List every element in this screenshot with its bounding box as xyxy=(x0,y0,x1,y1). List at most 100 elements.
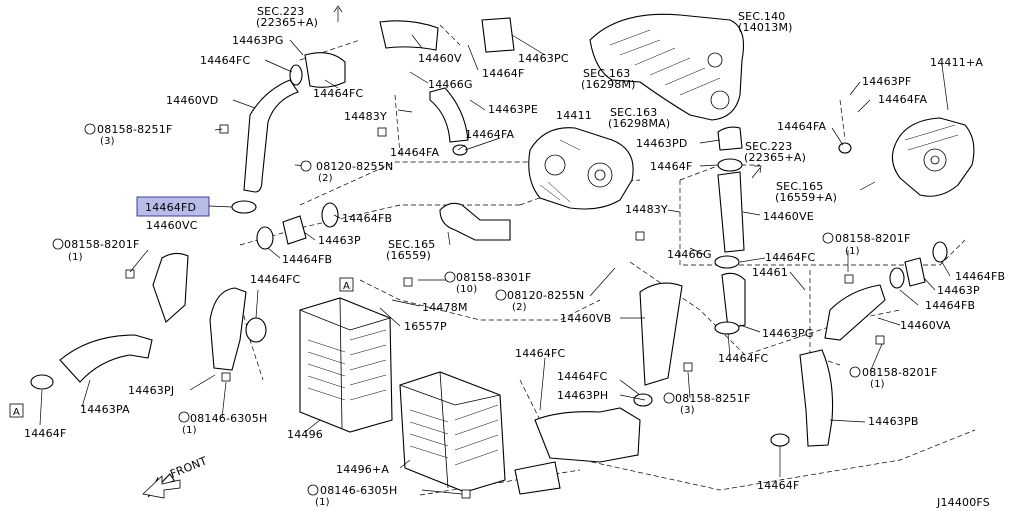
section-a-box-top xyxy=(339,277,354,292)
label-14496[interactable]: 14496 xyxy=(287,428,323,441)
label-bolt-08158-8201F-r2-qty: (1) xyxy=(870,379,885,390)
label-bolt-08146-6305H-mid[interactable]: 08146-6305H xyxy=(190,412,267,425)
label-14464FA-right1[interactable]: 14464FA xyxy=(878,93,928,106)
label-14463PE[interactable]: 14463PE xyxy=(488,103,538,116)
label-14464FB-right2[interactable]: 14464FB xyxy=(925,299,975,312)
label-14464F-bottom-right[interactable]: 14464F xyxy=(757,479,800,492)
part-labels: SEC.223 (22365+A) 14463PG 14464FC 14460V… xyxy=(24,5,1005,508)
label-14466G-right[interactable]: 14466G xyxy=(667,248,712,261)
label-sec165-center-l2: (16559) xyxy=(386,249,431,262)
label-sec163-b-l2: (16298MA) xyxy=(608,117,670,130)
label-14464FC-low2[interactable]: 14464FC xyxy=(557,370,608,383)
label-14411A[interactable]: 14411+A xyxy=(930,56,983,69)
leader-lines xyxy=(39,34,951,495)
label-14483Y-left[interactable]: 14483Y xyxy=(344,110,387,123)
turbocharger-right-shape xyxy=(891,117,975,197)
label-14463P-mid[interactable]: 14463P xyxy=(318,234,361,247)
label-14464FC-mid[interactable]: 14464FC xyxy=(313,87,364,100)
label-sec165-center-l1: SEC.165 xyxy=(388,238,436,251)
label-sec163-a-l1: SEC.163 xyxy=(583,67,631,80)
label-14464FA-center[interactable]: 14464FA xyxy=(465,128,515,141)
label-bolt-08158-8201F-right-qty: (1) xyxy=(845,246,860,257)
up-arrow-top xyxy=(333,5,343,22)
bolt-markers xyxy=(52,123,861,496)
label-14464F-right[interactable]: 14464F xyxy=(650,160,693,173)
label-bolt-08158-8201F-left[interactable]: 08158-8201F xyxy=(64,238,139,251)
label-bolt-08158-8251F-right[interactable]: 08158-8251F xyxy=(675,392,750,405)
label-sec140-l2: (14013M) xyxy=(738,21,793,34)
label-14463PC[interactable]: 14463PC xyxy=(518,52,569,65)
label-14464FA-right2[interactable]: 14464FA xyxy=(777,120,827,133)
label-14460VB[interactable]: 14460VB xyxy=(560,312,611,325)
label-14461[interactable]: 14461 xyxy=(752,266,788,279)
front-arrow xyxy=(142,473,181,499)
label-sec140-l1: SEC.140 xyxy=(738,10,786,23)
front-label: FRONT xyxy=(168,454,209,481)
label-14483Y-right[interactable]: 14483Y xyxy=(625,203,668,216)
label-bolt-08158-8251F-left[interactable]: 08158-8251F xyxy=(97,123,172,136)
label-14463PA[interactable]: 14463PA xyxy=(80,403,130,416)
label-14460VA[interactable]: 14460VA xyxy=(900,319,951,332)
label-sec163-b-l1: SEC.163 xyxy=(610,106,658,119)
label-14466G-top[interactable]: 14466G xyxy=(428,78,473,91)
part-shapes xyxy=(30,13,975,499)
label-14478M[interactable]: 14478M xyxy=(422,301,468,314)
label-14464FB-mid[interactable]: 14464FB xyxy=(342,212,392,225)
label-14464FB-mid2[interactable]: 14464FB xyxy=(282,253,332,266)
label-sec165-right-l1: SEC.165 xyxy=(776,180,824,193)
label-bolt-08158-8201F-right[interactable]: 08158-8201F xyxy=(835,232,910,245)
label-14464FC-right[interactable]: 14464FC xyxy=(765,251,816,264)
intercooler-14496-shape xyxy=(299,297,393,433)
label-14464FC-right-low[interactable]: 14464FC xyxy=(718,352,769,365)
label-14463PH[interactable]: 14463PH xyxy=(557,389,608,402)
label-14464FC-center[interactable]: 14464FC xyxy=(250,273,301,286)
label-bolt-08120-8255N-mid[interactable]: 08120-8255N xyxy=(507,289,584,302)
label-14464F-top[interactable]: 14464F xyxy=(482,67,525,80)
hose-shapes xyxy=(59,17,926,495)
label-14460VC[interactable]: 14460VC xyxy=(146,219,198,232)
label-14464FC-top-left[interactable]: 14464FC xyxy=(200,54,251,67)
label-14464FB-right[interactable]: 14464FB xyxy=(955,270,1005,283)
label-bolt-08158-8201F-left-qty: (1) xyxy=(68,252,83,263)
up-arrow-right xyxy=(751,165,762,179)
label-bolt-08146-6305H-bottom[interactable]: 08146-6305H xyxy=(320,484,397,497)
label-14463PD[interactable]: 14463PD xyxy=(636,137,688,150)
label-bolt-08120-8255N-mid-qty: (2) xyxy=(512,302,527,313)
label-14460V[interactable]: 14460V xyxy=(418,52,462,65)
label-14463PG-top[interactable]: 14463PG xyxy=(232,34,284,47)
label-14464FA-mid[interactable]: 14464FA xyxy=(390,146,440,159)
label-sec163-a-l2: (16298M) xyxy=(581,78,636,91)
label-bolt-08158-8251F-left-qty: (3) xyxy=(100,136,115,147)
label-14460VE[interactable]: 14460VE xyxy=(763,210,814,223)
label-sec223-top-l2: (22365+A) xyxy=(256,16,318,29)
label-16557P[interactable]: 16557P xyxy=(404,320,447,333)
label-bolt-08120-8255N-top-qty: (2) xyxy=(318,173,333,184)
highlight-box-14464FD xyxy=(136,196,210,217)
label-14411-center[interactable]: 14411 xyxy=(556,109,592,122)
label-14464F-bottom-left[interactable]: 14464F xyxy=(24,427,67,440)
label-bolt-08158-8301F[interactable]: 08158-8301F xyxy=(456,271,531,284)
clamp-shapes xyxy=(30,64,948,447)
intercooler-14496A-shape xyxy=(399,371,506,493)
label-sec223-right-l1: SEC.223 xyxy=(745,140,793,153)
label-14496A[interactable]: 14496+A xyxy=(336,463,389,476)
turbocharger-center-shape xyxy=(528,127,634,210)
intake-manifold-shape xyxy=(589,13,745,121)
bolt-shapes xyxy=(125,124,885,499)
diagram-code: J14400FS xyxy=(936,496,990,509)
label-bolt-08158-8251F-right-qty: (3) xyxy=(680,405,695,416)
label-bolt-08146-6305H-mid-qty: (1) xyxy=(182,425,197,436)
label-14463PJ[interactable]: 14463PJ xyxy=(128,384,174,397)
label-14463PG-right[interactable]: 14463PG xyxy=(762,327,814,340)
label-14460VD[interactable]: 14460VD xyxy=(166,94,218,107)
label-14464FD[interactable]: 14464FD xyxy=(145,201,196,214)
label-bolt-08158-8201F-r2[interactable]: 08158-8201F xyxy=(862,366,937,379)
section-a-marker-top: A xyxy=(343,281,350,292)
label-bolt-08158-8301F-qty: (10) xyxy=(456,284,477,295)
label-14463PF[interactable]: 14463PF xyxy=(862,75,911,88)
label-14463PB[interactable]: 14463PB xyxy=(868,415,919,428)
label-14463P-right[interactable]: 14463P xyxy=(937,284,980,297)
label-bolt-08120-8255N-top[interactable]: 08120-8255N xyxy=(316,160,393,173)
label-14464FC-low1[interactable]: 14464FC xyxy=(515,347,566,360)
